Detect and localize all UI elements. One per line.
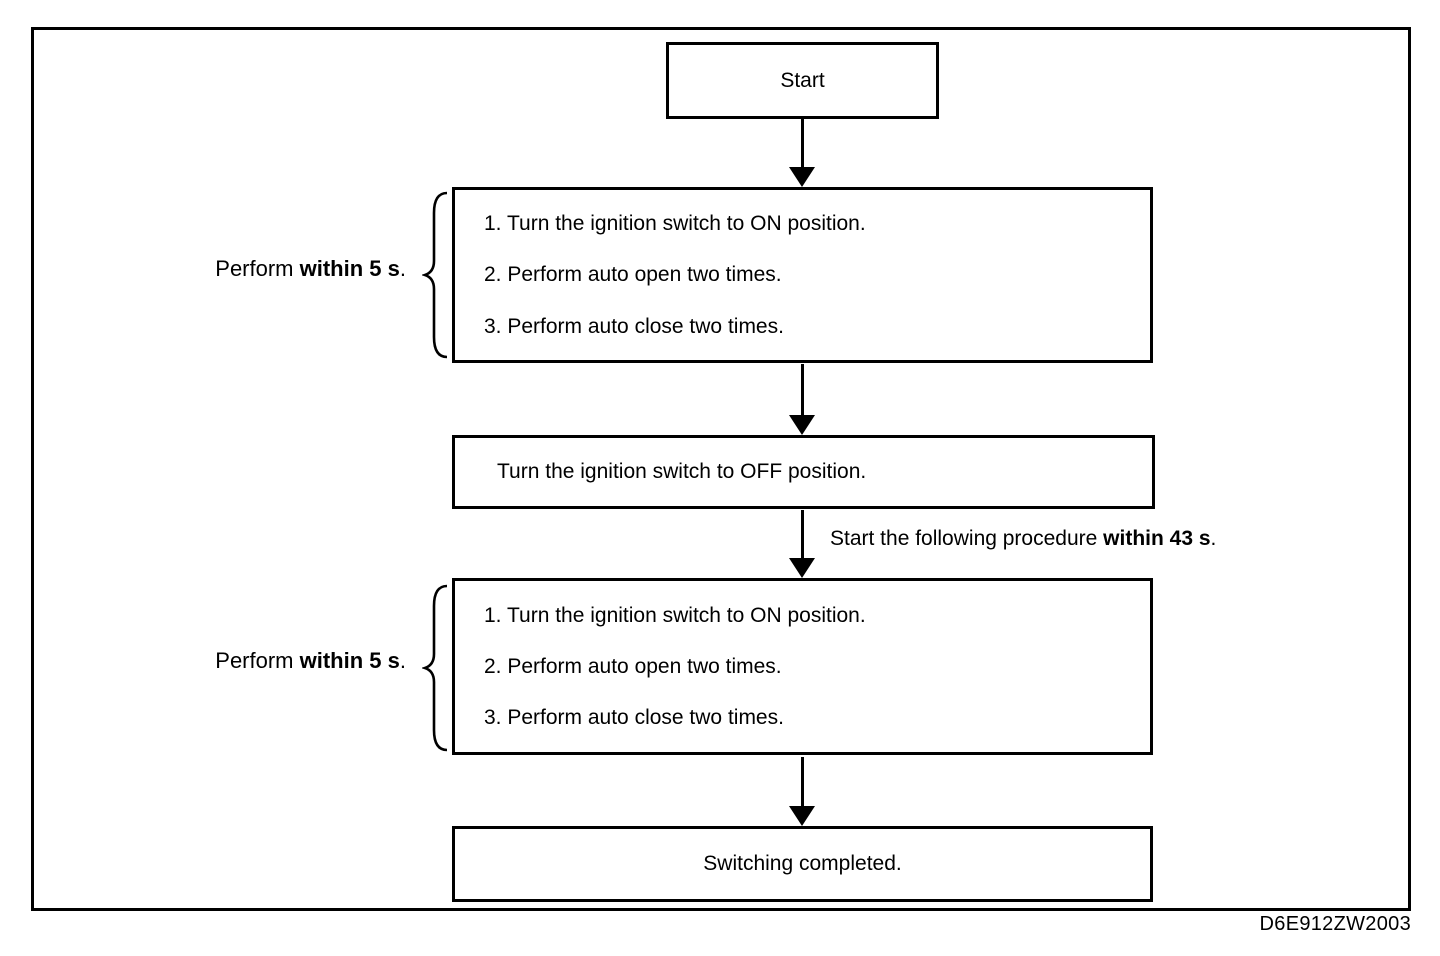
step-line: 2. Perform auto open two times. xyxy=(484,654,782,678)
note-text: . xyxy=(1210,527,1217,550)
arrow-down-icon xyxy=(789,806,815,826)
label-text: . xyxy=(399,256,406,281)
label-bold-text: within 5 s xyxy=(299,648,400,673)
perform-duration-label-1: Perform within 5 s. xyxy=(166,256,406,282)
switching-completed-box: Switching completed. xyxy=(452,826,1153,902)
note-text: Start the following procedure xyxy=(830,527,1104,550)
arrow-down-icon xyxy=(789,415,815,435)
perform-duration-label-2: Perform within 5 s. xyxy=(166,648,406,674)
arrow-stem xyxy=(801,119,804,169)
arrow-down-icon xyxy=(789,167,815,187)
arrow-stem xyxy=(801,364,804,417)
label-text: . xyxy=(399,648,406,673)
left-curly-brace-icon xyxy=(422,584,448,752)
procedure-timing-note: Start the following procedure within 43 … xyxy=(830,527,1216,551)
arrow-stem xyxy=(801,757,804,808)
step-line: 2. Perform auto open two times. xyxy=(484,263,782,287)
label-text: Perform xyxy=(215,648,300,673)
start-box: Start xyxy=(666,42,939,119)
figure-code: D6E912ZW2003 xyxy=(1259,913,1411,935)
note-bold-text: within 43 s xyxy=(1103,527,1211,550)
label-bold-text: within 5 s xyxy=(299,256,400,281)
ignition-off-label: Turn the ignition switch to OFF position… xyxy=(497,460,867,484)
step-line: 1. Turn the ignition switch to ON positi… xyxy=(484,212,866,236)
step-box-2: 1. Turn the ignition switch to ON positi… xyxy=(452,578,1153,755)
start-label: Start xyxy=(780,68,825,92)
arrow-stem xyxy=(801,510,804,560)
step-line: 1. Turn the ignition switch to ON positi… xyxy=(484,603,866,627)
left-curly-brace-icon xyxy=(422,191,448,359)
step-line: 3. Perform auto close two times. xyxy=(484,706,784,730)
switching-completed-label: Switching completed. xyxy=(703,852,902,876)
ignition-off-box: Turn the ignition switch to OFF position… xyxy=(452,435,1155,509)
step-line: 3. Perform auto close two times. xyxy=(484,314,784,338)
label-text: Perform xyxy=(215,256,300,281)
arrow-down-icon xyxy=(789,558,815,578)
step-box-1: 1. Turn the ignition switch to ON positi… xyxy=(452,187,1153,363)
